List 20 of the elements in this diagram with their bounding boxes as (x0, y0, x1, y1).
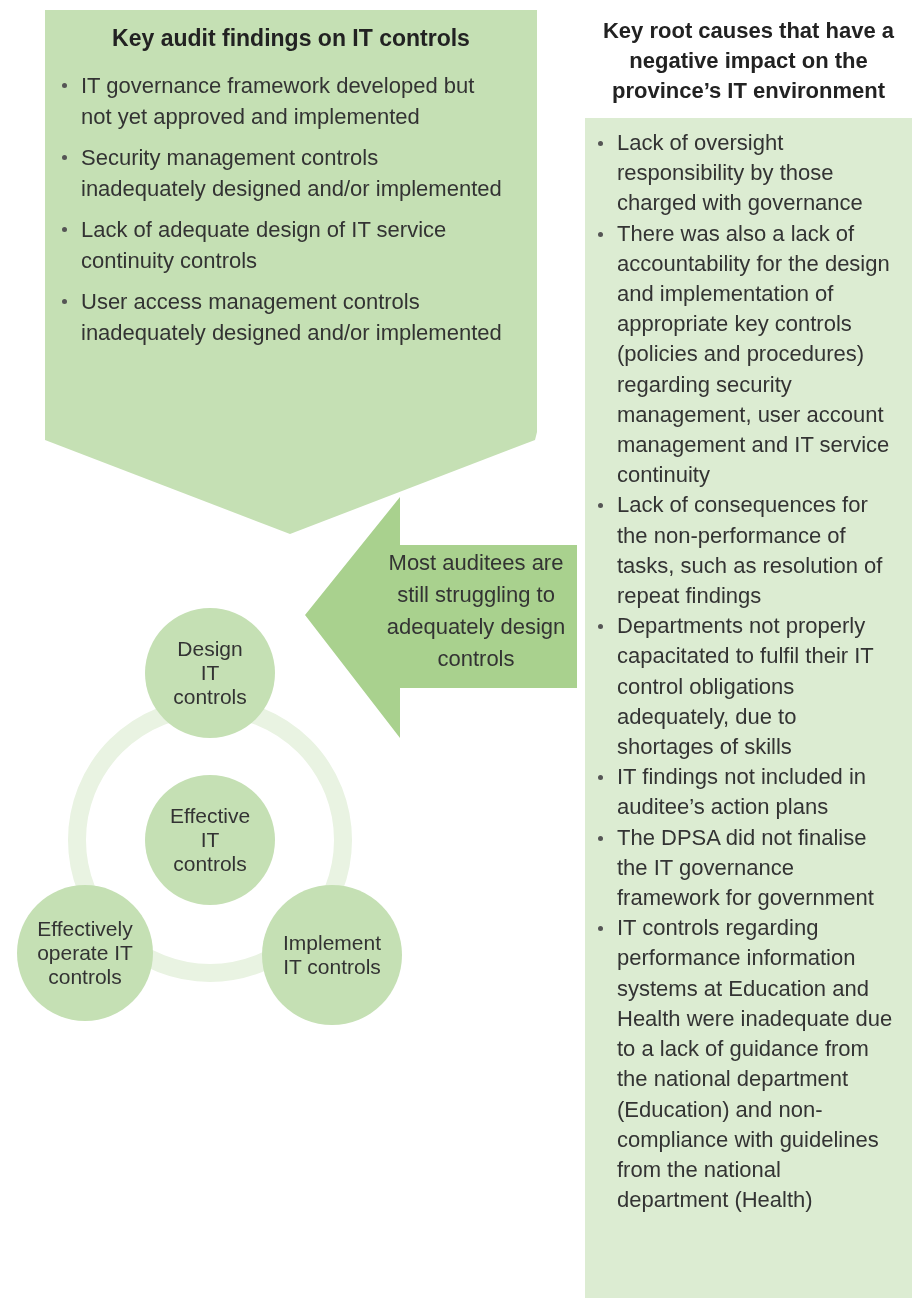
bullet-text: IT controls regarding performance information systems at Education and Health were inadequate due to a lack of guidance from the national department (Education) and non-compliance with guidelines from the national department (Health) (617, 915, 893, 1213)
bullet-text: There was also a lack of accountability for the design and implementation of appropriate key controls (policies and procedures) regarding security management, user account management and IT service continuity (617, 220, 890, 488)
circle-node: Implement IT controls (262, 885, 402, 1025)
bullet-text: User access management controls inadequately designed and/or implemented (81, 289, 502, 345)
panel-heading: Key audit findings on IT controls (111, 24, 471, 52)
circle-node: Design IT controls (145, 608, 275, 738)
arrow-text: Most auditees are still struggling to adequately design controls (385, 549, 567, 673)
left-arrow-shape (305, 497, 577, 738)
circle-node: Effective IT controls (145, 775, 275, 905)
bullet-text: The DPSA did not finalise the IT governance framework for government (617, 824, 874, 911)
circle-node: Effectively operate IT controls (17, 885, 153, 1021)
bullet-text: Lack of oversight responsibility by those charged with governance (617, 130, 863, 216)
bullet-text: Departments not properly capacitated to fulfil their IT control obligations adequately, due to shortages of skills (617, 613, 874, 760)
bullet-text: IT governance framework developed but not yet approved and implemented (81, 73, 475, 129)
panel-heading: Key root causes that have a negative impact on the province’s IT environment (602, 17, 895, 105)
findings-chevron-panel (45, 10, 537, 534)
bullet-text: Lack of consequences for the non-performance of tasks, such as resolution of repeat findings (617, 492, 883, 609)
bullet-text: IT findings not included in auditee’s action plans (617, 764, 867, 820)
bullet-text: Lack of adequate design of IT service continuity controls (81, 217, 447, 273)
bullet-text: Security management controls inadequately designed and/or implemented (81, 145, 502, 201)
